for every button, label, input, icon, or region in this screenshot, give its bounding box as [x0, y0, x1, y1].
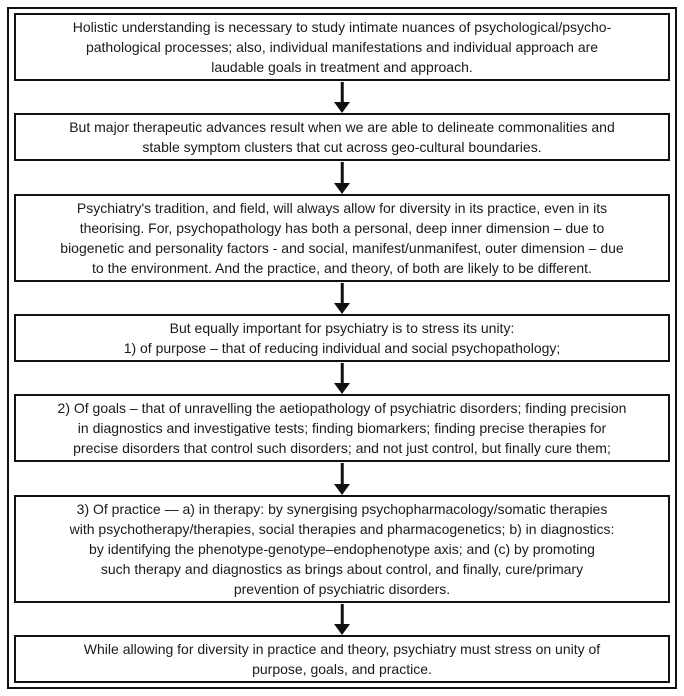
down-arrow: [14, 462, 670, 495]
down-arrow: [14, 282, 670, 314]
arrow-head: [334, 102, 350, 114]
arrow-stem: [340, 162, 344, 185]
arrow-stem: [340, 82, 344, 105]
arrow-head: [334, 182, 350, 194]
flow-box-holistic-understanding: Holistic understanding is necessary to s…: [14, 13, 670, 81]
flow-box-conclusion: While allowing for diversity in practice…: [14, 634, 670, 683]
flow-box-unity-of-practice: 3) Of practice — a) in therapy: by syner…: [14, 494, 670, 603]
figure-frame: Holistic understanding is necessary to s…: [7, 7, 677, 689]
flow-box-unity-of-purpose: But equally important for psychiatry is …: [14, 313, 670, 362]
arrow-stem: [340, 603, 344, 626]
arrow-head: [334, 383, 350, 395]
down-arrow: [14, 161, 670, 194]
arrow-stem: [340, 362, 344, 386]
arrow-stem: [340, 463, 344, 486]
arrow-stem: [340, 282, 344, 305]
down-arrow: [14, 603, 670, 635]
flow-box-unity-of-goals: 2) Of goals – that of unravelling the ae…: [14, 394, 670, 463]
arrow-head: [334, 302, 350, 314]
flow-box-therapeutic-advances: But major therapeutic advances result wh…: [14, 113, 670, 162]
down-arrow: [14, 81, 670, 114]
arrow-head: [334, 623, 350, 635]
down-arrow: [14, 362, 670, 395]
flow-box-psychiatry-tradition: Psychiatry's tradition, and field, will …: [14, 193, 670, 282]
arrow-head: [334, 483, 350, 495]
